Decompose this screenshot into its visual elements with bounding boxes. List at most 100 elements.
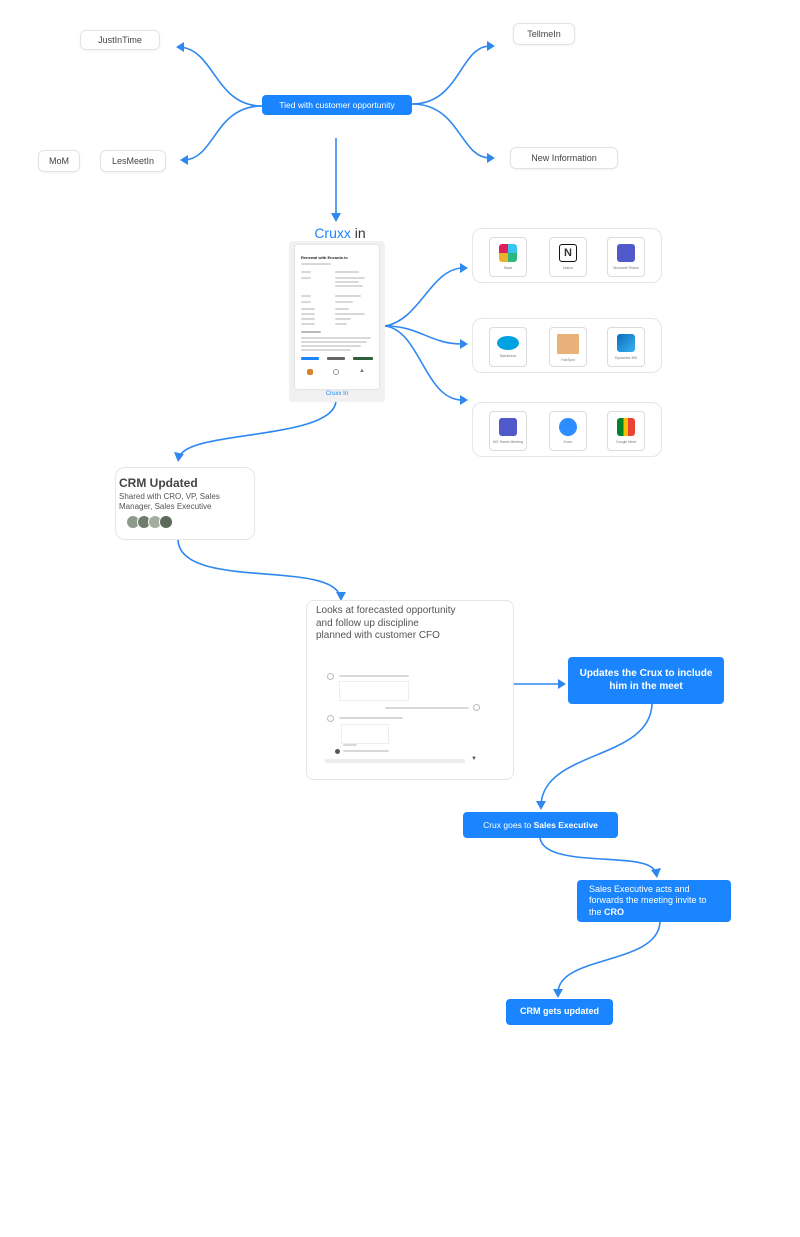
cruxx-caption: Cruxx In <box>325 391 349 397</box>
integration-salesforce[interactable]: Salesforce <box>489 327 527 367</box>
integrations-card-messaging: Slack N Notion Microsoft Teams <box>472 228 662 283</box>
chat-bubble <box>341 724 389 744</box>
chat-input[interactable] <box>325 759 465 763</box>
arrow-to-tellmein <box>411 45 491 105</box>
integration-notion[interactable]: N Notion <box>549 237 587 277</box>
arrowhead-crm <box>174 452 184 462</box>
teams-icon <box>617 244 635 262</box>
integration-teams-meeting-label: MS Teams Meeting <box>493 440 523 444</box>
cruxx-doc-app-icon <box>307 369 313 375</box>
arrowhead-justintime <box>176 42 184 52</box>
arrow-to-forecast <box>177 539 341 597</box>
step-crux-goes-prefix: Crux goes to <box>483 819 534 830</box>
integrations-card-meetings: MS Teams Meeting Zoom Google Meet <box>472 402 662 457</box>
cruxx-doc-primary-button[interactable] <box>301 357 319 360</box>
cruxx-doc-title: Renewal with Encante.io <box>301 255 348 260</box>
integration-salesforce-label: Salesforce <box>499 354 517 358</box>
avatar <box>159 515 173 529</box>
step-crm-gets-updated[interactable]: CRM gets updated <box>506 999 613 1025</box>
arrowhead-row2 <box>460 339 468 349</box>
cruxx-title: Cruxx in <box>300 225 380 243</box>
step-crm-gets-updated-label: CRM gets updated <box>519 1006 599 1017</box>
integration-teams-label: Microsoft Teams <box>613 266 639 270</box>
node-tied-label: Tied with customer opportunity <box>279 99 395 110</box>
arrowhead-sales-exec <box>651 868 661 878</box>
node-mom[interactable]: MoM <box>38 150 80 172</box>
integration-google-meet[interactable]: Google Meet <box>607 411 645 451</box>
node-new-information[interactable]: New Information <box>510 147 618 169</box>
node-letsmeetin[interactable]: LesMeetIn <box>100 150 166 172</box>
chat-avatar <box>327 673 334 680</box>
step-crux-goes-to-sales-exec[interactable]: Crux goes to Sales Executive <box>463 812 618 838</box>
arrowhead-new-information <box>487 153 495 163</box>
step-updates-crux[interactable]: Updates the Crux to include him in the m… <box>568 657 724 704</box>
chat-bubble <box>339 681 409 701</box>
cruxx-doc-tertiary-button[interactable] <box>353 357 373 360</box>
arrowhead-forecast <box>336 592 346 601</box>
step-sales-exec-forwards[interactable]: Sales Executive acts and forwards the me… <box>577 880 731 922</box>
node-tellmein-label: TellmeIn <box>527 29 561 39</box>
integration-zoom-label: Zoom <box>563 440 573 444</box>
node-new-information-label: New Information <box>531 153 597 163</box>
zoom-icon <box>559 418 577 436</box>
cruxx-panel: Renewal with Encante.io ▲ Cruxx In <box>289 241 385 402</box>
chat-status-dot <box>335 749 340 754</box>
arrow-to-row3 <box>384 325 463 401</box>
notion-icon: N <box>559 244 577 262</box>
node-tellmein[interactable]: TellmeIn <box>513 23 575 45</box>
node-justintime-label: JustInTime <box>98 35 142 45</box>
arrowhead-updates-crux <box>558 679 566 689</box>
arrow-to-crm <box>179 399 337 457</box>
crm-updated-card: CRM Updated Shared with CRO, VP, Sales M… <box>115 467 255 540</box>
arrowhead-crux-goes <box>536 801 546 810</box>
integration-slack[interactable]: Slack <box>489 237 527 277</box>
integration-teams-meeting[interactable]: MS Teams Meeting <box>489 411 527 451</box>
arrow-to-letsmeetin <box>184 105 263 161</box>
arrowhead-crm-updated <box>553 989 563 998</box>
step-sales-exec-bold: CRO <box>604 906 625 917</box>
arrow-to-crm-updated <box>557 921 661 993</box>
step-crux-goes-bold: Sales Executive <box>533 819 598 830</box>
arrowhead-tellmein <box>487 41 495 51</box>
arrow-to-row2 <box>384 325 463 345</box>
arrowhead-letsmeetin <box>180 155 188 165</box>
arrow-to-row1 <box>384 267 463 327</box>
forecast-text: Looks at forecasted opportunity and foll… <box>316 605 456 641</box>
crm-updated-title: CRM Updated <box>119 476 198 490</box>
cruxx-document[interactable]: Renewal with Encante.io ▲ <box>295 245 379 389</box>
step-sales-exec-prefix: Sales Executive acts and forwards the me… <box>589 884 707 917</box>
integration-dynamics[interactable]: Dynamics 365 <box>607 327 645 367</box>
chat-avatar <box>327 715 334 722</box>
google-meet-icon <box>617 418 635 436</box>
node-letsmeetin-label: LesMeetIn <box>111 156 155 166</box>
integration-slack-label: Slack <box>503 266 513 270</box>
integration-hubspot[interactable]: HubSpot <box>549 327 587 367</box>
send-icon[interactable]: ▼ <box>471 756 477 762</box>
integration-teams[interactable]: Microsoft Teams <box>607 237 645 277</box>
integrations-card-crm: Salesforce HubSpot Dynamics 365 <box>472 318 662 373</box>
cruxx-doc-secondary-button[interactable] <box>327 357 345 360</box>
integration-hubspot-label: HubSpot <box>561 358 575 362</box>
node-mom-label: MoM <box>49 156 69 166</box>
arrow-to-new-information <box>411 103 491 159</box>
cruxx-doc-triangle-icon: ▲ <box>359 368 365 374</box>
hubspot-icon <box>557 334 579 354</box>
crm-updated-subtitle: Shared with CRO, VP, Sales Manager, Sale… <box>119 492 220 511</box>
node-tied-with-customer-opportunity[interactable]: Tied with customer opportunity <box>262 95 412 115</box>
integration-zoom[interactable]: Zoom <box>549 411 587 451</box>
cruxx-title-blue: Cruxx <box>314 225 351 241</box>
integration-dynamics-label: Dynamics 365 <box>614 356 638 360</box>
teams-meeting-icon <box>499 418 517 436</box>
forecast-card: Looks at forecasted opportunity and foll… <box>306 600 514 780</box>
integration-google-meet-label: Google Meet <box>615 440 637 444</box>
step-updates-crux-label: Updates the Crux to include him in the m… <box>579 668 713 692</box>
arrow-to-crux-goes <box>540 703 653 805</box>
node-justintime[interactable]: JustInTime <box>80 30 160 50</box>
integration-notion-label: Notion <box>562 266 574 270</box>
arrowhead-row1 <box>460 263 468 273</box>
chat-avatar <box>473 704 480 711</box>
arrow-to-justintime <box>179 46 263 107</box>
salesforce-icon <box>497 336 519 350</box>
slack-icon <box>499 244 517 262</box>
